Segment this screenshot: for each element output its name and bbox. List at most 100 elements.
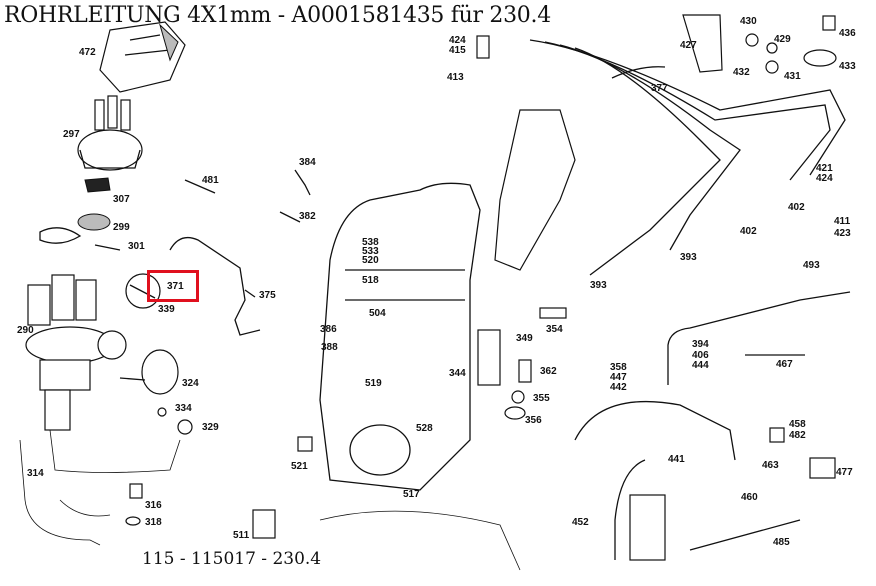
- part-label[interactable]: 431: [784, 71, 801, 82]
- clip-430-drawing: [745, 33, 759, 47]
- part-label[interactable]: 444: [692, 360, 709, 371]
- part-label[interactable]: 533: [362, 246, 379, 257]
- ground-strap-drawing: [689, 519, 801, 551]
- bracket-511-drawing: [252, 509, 276, 539]
- part-label[interactable]: 421: [816, 163, 833, 174]
- part-label[interactable]: 482: [789, 430, 806, 441]
- part-label[interactable]: 290: [17, 325, 34, 336]
- washer-drawing: [157, 407, 167, 417]
- part-label[interactable]: 355: [533, 393, 550, 404]
- part-label[interactable]: 356: [525, 415, 542, 426]
- washer-355-drawing: [511, 390, 525, 404]
- part-label[interactable]: 301: [128, 241, 145, 252]
- part-label[interactable]: 375: [259, 290, 276, 301]
- distributor-cap-drawing: [99, 21, 186, 93]
- part-label[interactable]: 413: [447, 72, 464, 83]
- part-label[interactable]: 349: [516, 333, 533, 344]
- part-label[interactable]: 358: [610, 362, 627, 373]
- part-label[interactable]: 314: [27, 468, 44, 479]
- part-label[interactable]: 452: [572, 517, 589, 528]
- part-label[interactable]: 442: [610, 382, 627, 393]
- part-label[interactable]: 402: [740, 226, 757, 237]
- pin-481-drawing: [184, 179, 216, 194]
- part-label[interactable]: 377: [651, 83, 668, 94]
- part-label[interactable]: 424: [816, 173, 833, 184]
- part-label[interactable]: 402: [788, 202, 805, 213]
- bolt-362-drawing: [518, 359, 532, 383]
- part-label[interactable]: 382: [299, 211, 316, 222]
- part-label[interactable]: 384: [299, 157, 316, 168]
- part-label[interactable]: 393: [590, 280, 607, 291]
- part-label[interactable]: 436: [839, 28, 856, 39]
- part-label[interactable]: 520: [362, 255, 379, 266]
- ground-wire-drawing: [19, 439, 101, 546]
- part-label[interactable]: 481: [202, 175, 219, 186]
- part-label[interactable]: 344: [449, 368, 466, 379]
- part-label[interactable]: 467: [776, 359, 793, 370]
- part-label[interactable]: 485: [773, 537, 790, 548]
- diagram-reference: 115 - 115017 - 230.4: [142, 549, 322, 569]
- rotor-drawing: [84, 177, 111, 193]
- part-label[interactable]: 334: [175, 403, 192, 414]
- strap-377-drawing: [611, 66, 666, 79]
- part-label[interactable]: 299: [113, 222, 130, 233]
- hose-384-drawing: [294, 169, 311, 196]
- part-label[interactable]: 415: [449, 45, 466, 56]
- part-label[interactable]: 458: [789, 419, 806, 430]
- bracket-drawing: [682, 14, 723, 73]
- part-label[interactable]: 318: [145, 517, 162, 528]
- part-label[interactable]: 460: [741, 492, 758, 503]
- part-label[interactable]: 339: [158, 304, 175, 315]
- part-label-highlighted[interactable]: 371: [167, 281, 184, 292]
- part-label[interactable]: 504: [369, 308, 386, 319]
- nut-358-drawing: [504, 406, 526, 420]
- part-label[interactable]: 423: [834, 228, 851, 239]
- clamp-433-drawing: [803, 49, 837, 67]
- part-label[interactable]: 354: [546, 324, 563, 335]
- part-label[interactable]: 393: [680, 252, 697, 263]
- part-label[interactable]: 432: [733, 67, 750, 78]
- part-label[interactable]: 493: [803, 260, 820, 271]
- part-label[interactable]: 463: [762, 460, 779, 471]
- part-label[interactable]: 388: [321, 342, 338, 353]
- part-label[interactable]: 411: [834, 216, 851, 227]
- part-label[interactable]: 472: [79, 47, 96, 58]
- part-label[interactable]: 441: [668, 454, 685, 465]
- part-label[interactable]: 521: [291, 461, 308, 472]
- part-label[interactable]: 297: [63, 129, 80, 140]
- part-label[interactable]: 362: [540, 366, 557, 377]
- part-label[interactable]: 406: [692, 350, 709, 361]
- part-label[interactable]: 538: [362, 237, 379, 248]
- seal-ring-drawing: [77, 213, 111, 231]
- part-label[interactable]: 528: [416, 423, 433, 434]
- part-label[interactable]: 511: [233, 530, 250, 541]
- screw-429-drawing: [766, 42, 778, 54]
- part-label[interactable]: 324: [182, 378, 199, 389]
- part-label[interactable]: 307: [113, 194, 130, 205]
- part-label[interactable]: 447: [610, 372, 627, 383]
- distributor-body-drawing: [494, 109, 576, 271]
- part-label[interactable]: 386: [320, 324, 337, 335]
- vacuum-unit-drawing: [119, 349, 179, 395]
- part-label[interactable]: 429: [774, 34, 791, 45]
- lock-washer-drawing: [125, 516, 141, 526]
- part-label[interactable]: 427: [680, 40, 697, 51]
- part-label[interactable]: 316: [145, 500, 162, 511]
- part-label[interactable]: 517: [403, 489, 420, 500]
- part-label[interactable]: 518: [362, 275, 379, 286]
- part-label[interactable]: 394: [692, 339, 709, 350]
- nut-431-drawing: [765, 60, 779, 74]
- sensor-cable-drawing: [667, 291, 851, 385]
- connector-460-drawing: [809, 457, 836, 479]
- part-label[interactable]: 430: [740, 16, 757, 27]
- pin-382-drawing: [279, 211, 301, 223]
- part-label[interactable]: 433: [839, 61, 856, 72]
- part-label[interactable]: 519: [365, 378, 382, 389]
- part-label[interactable]: 424: [449, 35, 466, 46]
- part-label[interactable]: 477: [836, 467, 853, 478]
- distributor-drawing: [25, 274, 181, 473]
- clamp-375-drawing: [244, 289, 256, 298]
- part-label[interactable]: 329: [202, 422, 219, 433]
- ground-wire-2-drawing: [59, 499, 111, 517]
